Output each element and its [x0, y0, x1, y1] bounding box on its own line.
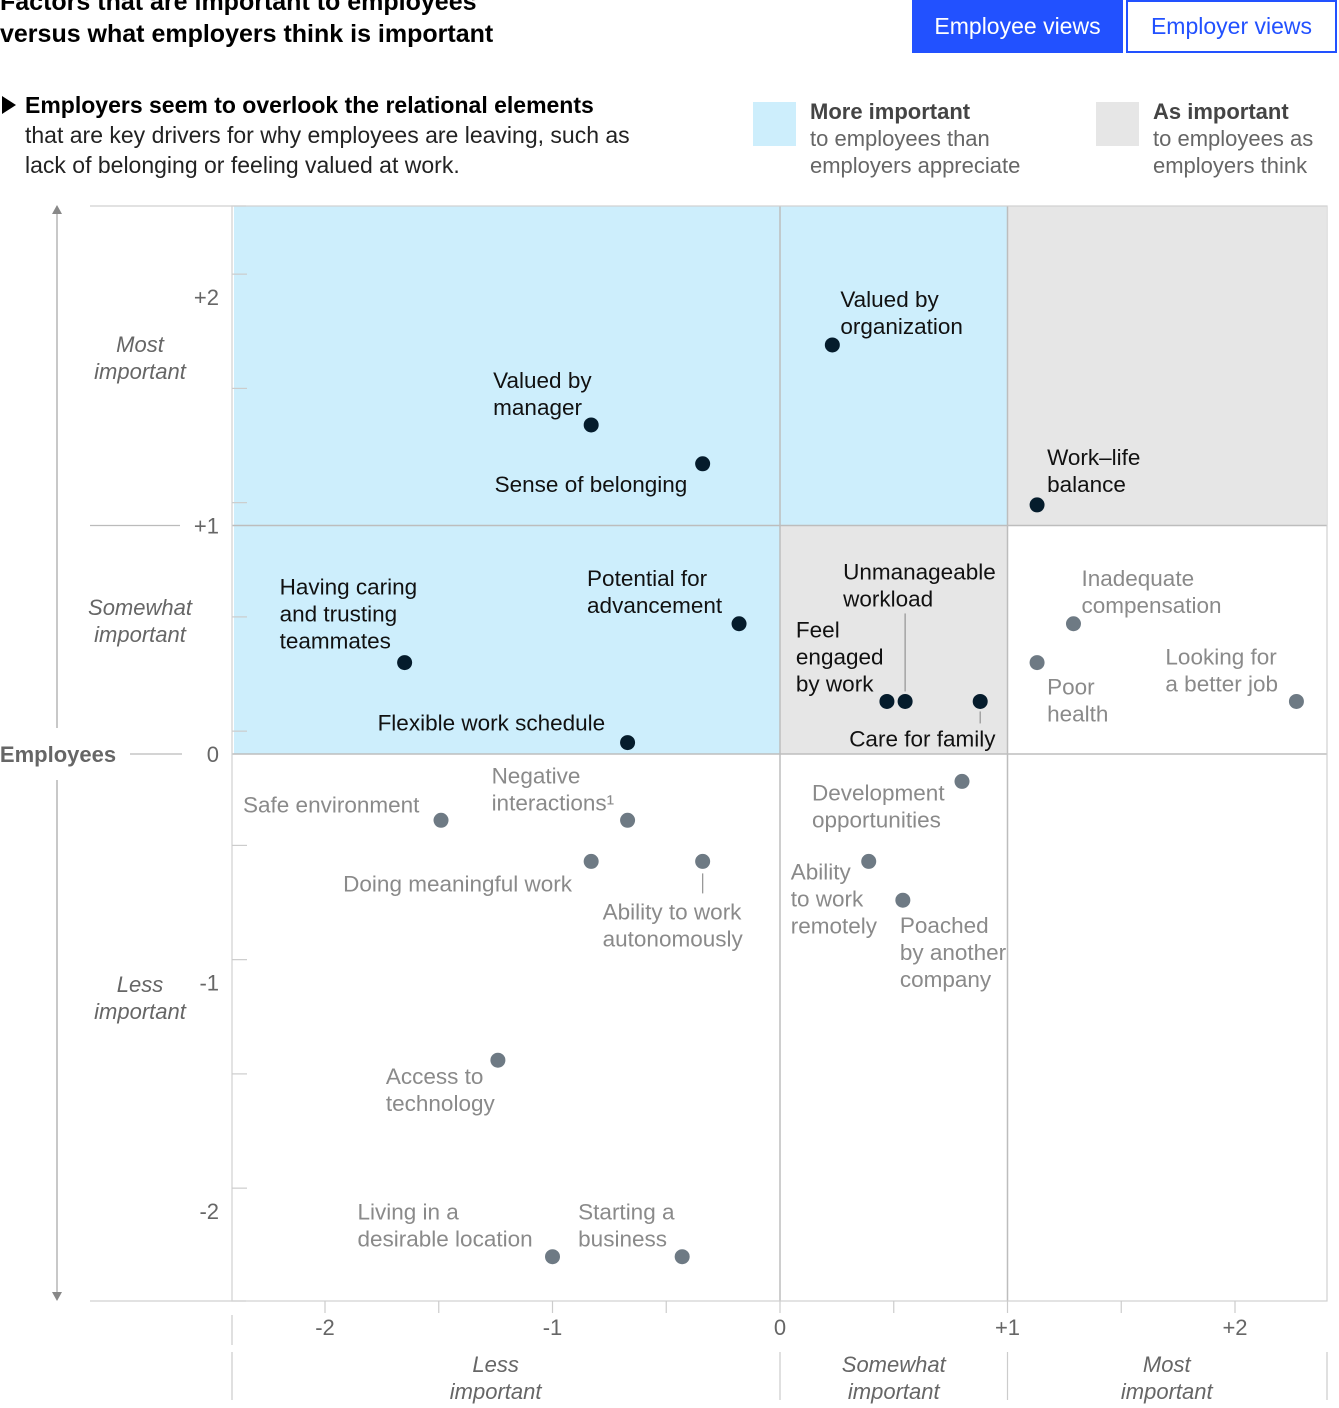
- scatter-point: [620, 812, 636, 828]
- x-tick-label: +2: [1222, 1315, 1247, 1340]
- scatter-point: [433, 812, 449, 828]
- tab-employer-views[interactable]: Employer views: [1126, 0, 1337, 53]
- legend-text: to employees as employers think: [1153, 126, 1314, 178]
- point-label: Safe environment: [243, 792, 420, 817]
- x-tick-label: -1: [543, 1315, 563, 1340]
- point-label: Flexible work schedule: [378, 711, 606, 736]
- play-triangle-icon: [2, 96, 16, 114]
- point-label: Doing meaningful work: [343, 871, 573, 896]
- scatter-point: [583, 853, 599, 869]
- scatter-point: [879, 693, 895, 709]
- scatter-point: [545, 1249, 560, 1265]
- tab-employee-views[interactable]: Employee views: [912, 0, 1123, 53]
- scatter-point: [895, 892, 911, 908]
- legend-swatch-more: [753, 102, 796, 146]
- y-tick-label: 0: [207, 742, 219, 767]
- chart-subtitle: Employers seem to overlook the relationa…: [0, 90, 650, 180]
- y-tick-label: -2: [199, 1199, 219, 1224]
- scatter-point: [972, 693, 988, 709]
- scatter-point: [1288, 693, 1304, 709]
- x-tick-label: 0: [774, 1315, 786, 1340]
- subtitle-headline: Employers seem to overlook the relationa…: [25, 92, 594, 118]
- y-axis-title: Employees: [0, 742, 116, 767]
- legend-as-important: As important to employees as employers t…: [1096, 98, 1339, 179]
- legend-heading: As important: [1153, 99, 1289, 124]
- chart-title: Factors that are important to employees …: [0, 0, 494, 48]
- point-label: Sense of belonging: [495, 472, 688, 497]
- scatter-point: [1029, 655, 1045, 671]
- scatter-point: [897, 693, 913, 709]
- scatter-point: [1065, 616, 1081, 632]
- legend-more-important: More important to employees than employe…: [753, 98, 1053, 179]
- x-tick-label: -2: [315, 1315, 335, 1340]
- region-more-important: [234, 205, 780, 755]
- subtitle-body: that are key drivers for why employees a…: [25, 122, 630, 178]
- region-more-important: [780, 205, 1008, 526]
- arrow-down-icon: [52, 1292, 62, 1301]
- scatter-point: [620, 735, 636, 751]
- point-label: Care for family: [849, 726, 996, 751]
- view-tabs: Employee views Employer views: [912, 0, 1337, 53]
- scatter-point: [695, 853, 711, 869]
- scatter-point: [583, 417, 599, 433]
- scatter-point: [490, 1052, 506, 1068]
- y-tick-label: -1: [199, 971, 219, 996]
- scatter-point: [954, 773, 970, 789]
- scatter-point: [397, 655, 413, 671]
- legend-swatch-as: [1096, 102, 1139, 146]
- region-as-important: [1007, 205, 1326, 526]
- scatter-point: [674, 1249, 690, 1265]
- legend-text: to employees than employers appreciate: [810, 126, 1021, 178]
- scatter-point: [824, 337, 840, 353]
- y-tick-label: +1: [194, 514, 219, 539]
- y-tick-label: +2: [194, 285, 219, 310]
- region-as-important: [780, 525, 1008, 754]
- scatter-point: [695, 456, 711, 472]
- x-tick-label: +1: [995, 1315, 1020, 1340]
- scatter-point: [861, 853, 877, 869]
- scatter-point: [731, 616, 747, 632]
- scatter-point: [1029, 497, 1045, 513]
- legend-heading: More important: [810, 99, 971, 124]
- arrow-up-icon: [52, 205, 62, 214]
